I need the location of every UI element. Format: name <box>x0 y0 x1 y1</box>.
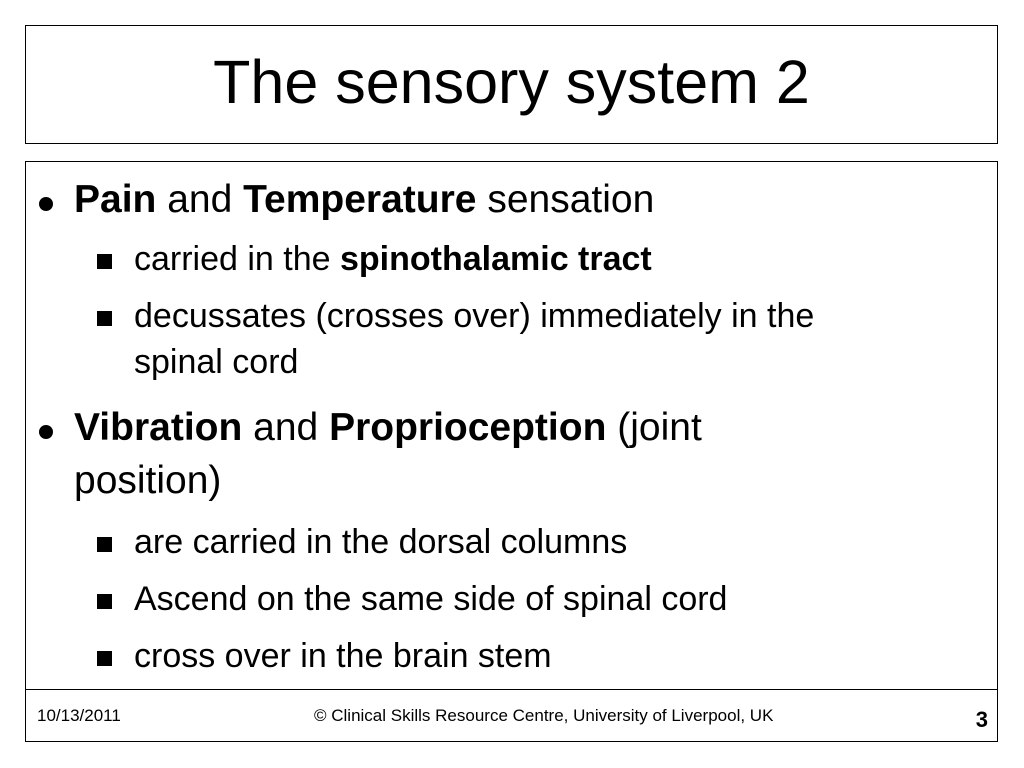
page-number: 3 <box>975 707 988 732</box>
bullet-text: Vibration and Proprioception (joint <box>74 402 974 454</box>
bullet-rest: sensation <box>476 178 655 221</box>
square-bullet-icon <box>97 254 112 269</box>
subbullet-text: Ascend on the same side of spinal cord <box>134 580 728 618</box>
footer-copyright: © Clinical Skills Resource Centre, Unive… <box>314 706 774 725</box>
bullet-text-line2: position) <box>74 459 222 502</box>
bold-term-temperature: Temperature <box>243 178 477 221</box>
bullet-text: Pain and Temperature sensation <box>74 174 974 226</box>
subbullet-text: cross over in the brain stem <box>134 637 552 675</box>
bold-term-proprioception: Proprioception <box>329 406 607 449</box>
subbullet-text: decussates (crosses over) immediately in… <box>134 297 815 335</box>
footer-date: 10/13/2011 <box>37 706 121 725</box>
bullet-connector: and <box>156 178 244 221</box>
bullet-connector: and <box>242 406 330 449</box>
subbullet-text: are carried in the dorsal columns <box>134 523 628 561</box>
footer-divider <box>26 689 997 690</box>
subbullet-text-line2: spinal cord <box>134 343 299 381</box>
bold-term-vibration: Vibration <box>74 406 243 449</box>
square-bullet-icon <box>97 651 112 666</box>
bullet-rest: (joint <box>606 406 702 449</box>
subbullet-text: carried in the spinothalamic tract <box>134 237 652 281</box>
bold-term-spinothalamic: spinothalamic tract <box>340 240 652 278</box>
content-box: Pain and Temperature sensation carried i… <box>25 161 998 742</box>
title-box: The sensory system 2 <box>25 25 998 144</box>
square-bullet-icon <box>97 311 112 326</box>
slide-title: The sensory system 2 <box>213 48 810 116</box>
subbullet-plain: carried in the <box>134 240 340 278</box>
square-bullet-icon <box>97 537 112 552</box>
bold-term-pain: Pain <box>74 178 157 221</box>
round-bullet-icon <box>39 425 53 439</box>
round-bullet-icon <box>39 197 53 211</box>
square-bullet-icon <box>97 594 112 609</box>
